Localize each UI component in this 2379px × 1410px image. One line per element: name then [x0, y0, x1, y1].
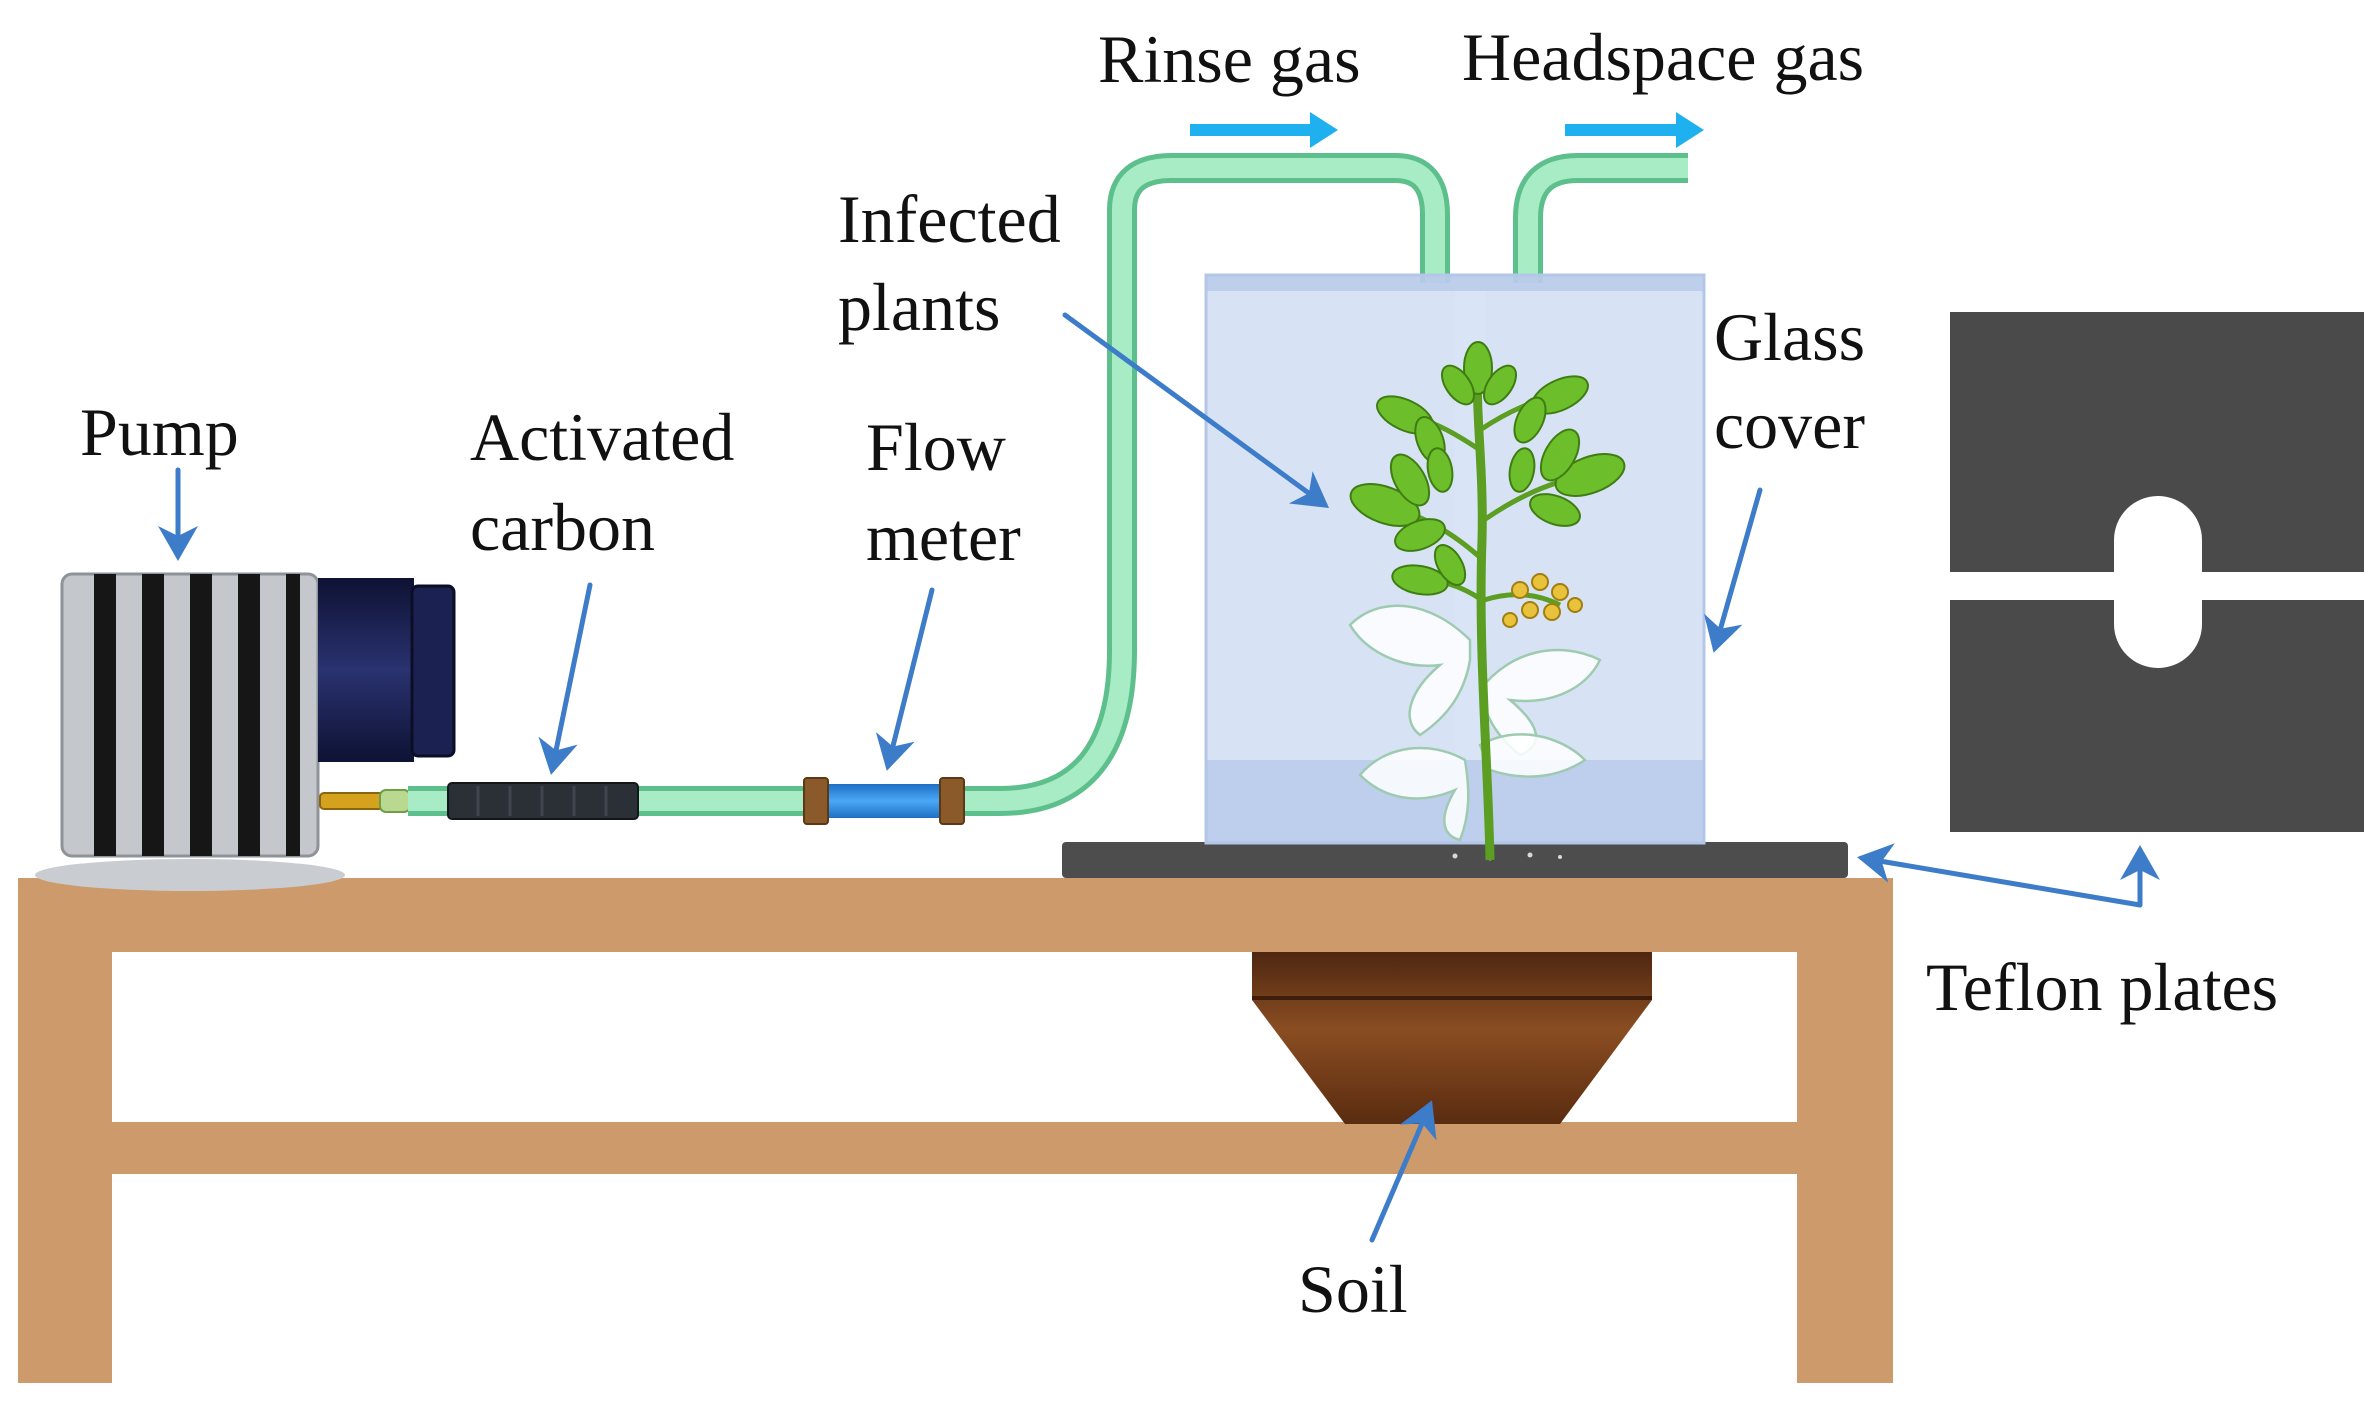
healthy-leaves — [1349, 341, 1626, 596]
label-glass-cover-1: Glass — [1714, 299, 1865, 375]
infected-plants-arrow — [1062, 312, 1330, 508]
pump-motor-cap — [410, 584, 456, 758]
teflon-plate-bottom — [1950, 600, 2364, 832]
teflon-base-arrow — [1857, 843, 2143, 908]
label-teflon-plates: Teflon plates — [1926, 949, 2278, 1025]
flower-cluster — [1502, 573, 1583, 628]
label-flow-meter-2: meter — [866, 499, 1021, 575]
gas-flow-arrows — [1190, 112, 1704, 148]
teflon-plates-detail — [1950, 312, 2364, 832]
pump-motor — [318, 578, 414, 762]
wilted-leaves — [1348, 604, 1602, 842]
label-infected-plants-2: plants — [838, 269, 1000, 345]
pump — [35, 572, 456, 891]
flow-meter — [803, 777, 965, 825]
headspace-gas-arrow — [1565, 112, 1704, 148]
label-activated-carbon-1: Activated — [470, 399, 734, 475]
pump-base — [35, 859, 345, 891]
pointer-arrows — [158, 312, 2160, 1243]
soil-arrow — [1369, 1100, 1437, 1243]
rinse-gas-arrow — [1190, 112, 1338, 148]
teflon-plate-top — [1950, 312, 2364, 572]
table-crossbar — [18, 1122, 1893, 1174]
table — [18, 878, 1893, 1383]
table-top — [18, 878, 1893, 952]
pump-cooling-fins — [94, 574, 300, 856]
outlet-tube — [1513, 153, 1688, 283]
label-activated-carbon-2: carbon — [470, 489, 655, 565]
label-pump: Pump — [80, 394, 239, 470]
infected-plant — [1348, 341, 1626, 861]
flow-meter-arrow — [875, 587, 935, 771]
gas-tubing — [408, 153, 1688, 816]
pump-outlet-nozzle — [319, 792, 387, 810]
pump-outlet-barb — [379, 789, 411, 813]
glass-cover-arrow — [1703, 487, 1763, 653]
label-soil: Soil — [1298, 1251, 1408, 1327]
label-headspace-gas: Headspace gas — [1462, 19, 1864, 95]
activated-carbon-arrow — [538, 582, 593, 775]
label-glass-cover-2: cover — [1714, 387, 1865, 463]
label-flow-meter-1: Flow — [866, 409, 1006, 485]
labels: Pump Activated carbon Flow meter Rinse g… — [80, 19, 2278, 1327]
label-rinse-gas: Rinse gas — [1098, 21, 1361, 97]
activated-carbon-filter — [447, 782, 639, 820]
label-infected-plants-1: Infected — [838, 181, 1061, 257]
teflon-base-plate — [1062, 842, 1848, 878]
soil-pot — [1252, 952, 1652, 1124]
